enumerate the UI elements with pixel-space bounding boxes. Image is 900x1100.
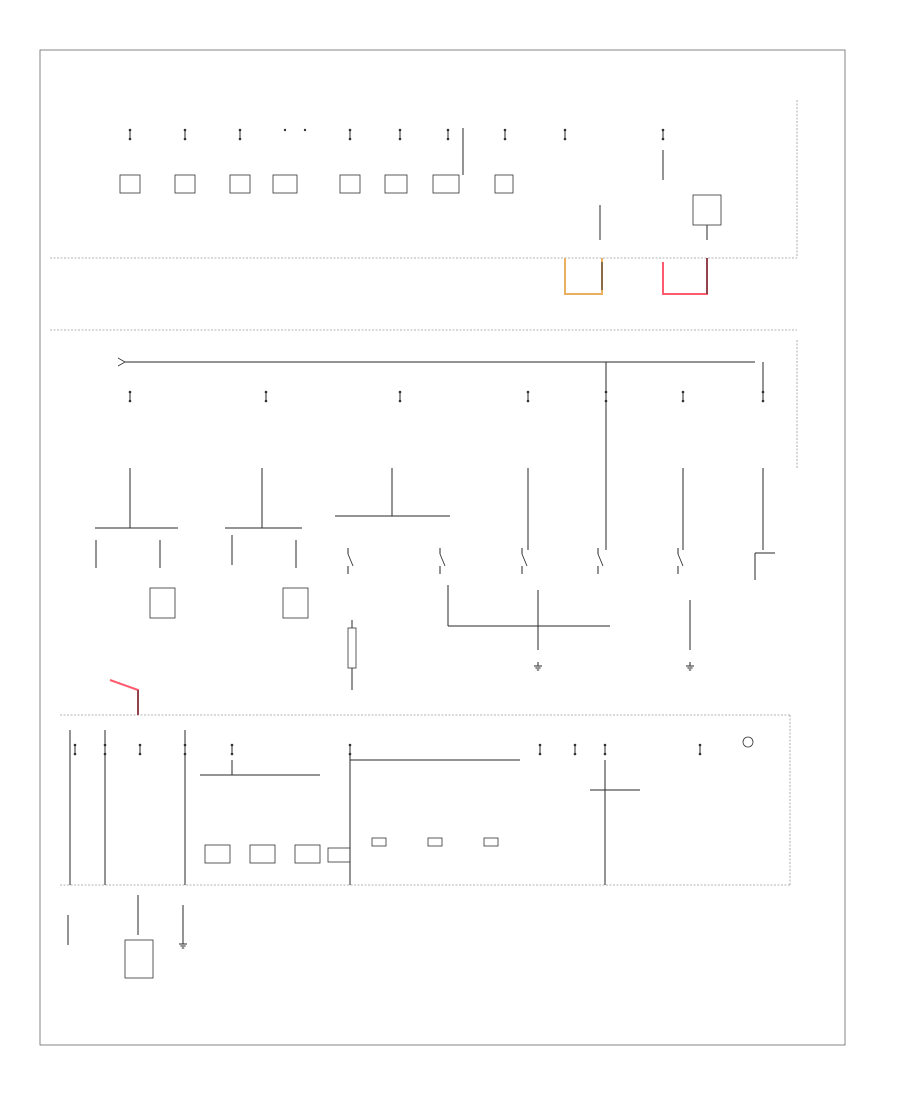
component-box xyxy=(347,627,357,669)
component-box xyxy=(119,174,141,194)
component-box xyxy=(124,939,154,979)
component-box xyxy=(229,174,251,194)
component-box xyxy=(204,844,231,864)
component-box xyxy=(427,837,443,847)
component-box xyxy=(272,174,298,194)
component-box xyxy=(339,174,361,194)
component-box xyxy=(483,837,499,847)
switch-icon xyxy=(597,553,604,567)
component-box xyxy=(432,174,460,194)
component-box xyxy=(327,847,351,863)
fuse-icon xyxy=(283,128,287,132)
switch-icon xyxy=(677,553,684,567)
component-box xyxy=(249,844,276,864)
component-box xyxy=(282,587,309,619)
component-box xyxy=(294,844,321,864)
component-box xyxy=(692,194,722,226)
component-box xyxy=(384,174,408,194)
wire-red xyxy=(662,258,708,295)
wire-red xyxy=(109,679,139,715)
component-box xyxy=(174,174,196,194)
switch-icon xyxy=(521,553,528,567)
connector-icon xyxy=(742,736,754,748)
fuse-icon xyxy=(303,128,307,132)
switch-icon xyxy=(439,553,446,567)
connector-icon xyxy=(117,357,126,367)
component-box xyxy=(494,174,514,194)
diagram-border xyxy=(39,49,846,1046)
diagram-body xyxy=(50,100,798,979)
component-box xyxy=(371,837,387,847)
wire-orange xyxy=(564,258,603,295)
switch-icon xyxy=(347,553,354,567)
component-box xyxy=(149,587,176,619)
